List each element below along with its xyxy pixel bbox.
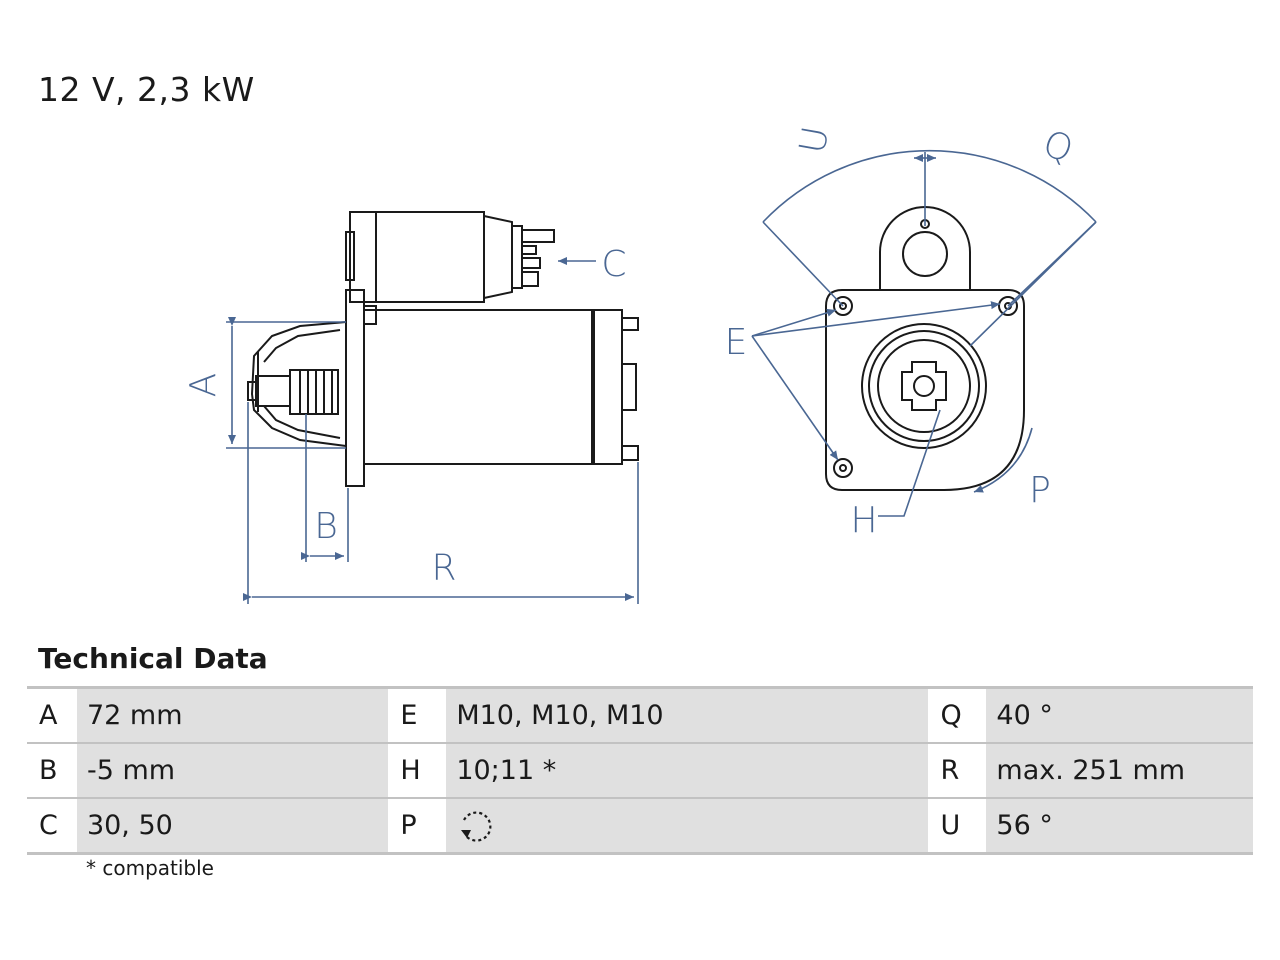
label-E: E: [725, 322, 748, 363]
footnote: * compatible: [86, 856, 214, 880]
spec-key: C: [27, 798, 77, 855]
spec-value: 10;11 *: [446, 743, 929, 799]
technical-data-table: A 72 mm E M10, M10, M10 Q 40 ° B -5 mm H…: [27, 686, 1253, 855]
spec-key: Q: [928, 687, 987, 744]
spec-key: B: [27, 743, 77, 799]
label-H: H: [850, 500, 877, 541]
label-U: U: [792, 123, 837, 156]
spec-value-rotation: [446, 798, 929, 855]
table-row: B -5 mm H 10;11 * R max. 251 mm: [27, 743, 1253, 799]
table-row: C 30, 50 P U 56 °: [27, 798, 1253, 855]
side-view-labels: A B R C: [183, 244, 627, 589]
spec-value: M10, M10, M10: [446, 687, 929, 744]
technical-data-heading: Technical Data: [38, 642, 268, 675]
label-P: P: [1029, 470, 1051, 511]
label-B: B: [314, 506, 338, 547]
spec-value: 72 mm: [76, 687, 389, 744]
spec-value: max. 251 mm: [986, 743, 1253, 799]
clockwise-rotation-icon: [461, 810, 492, 842]
spec-value: 56 °: [986, 798, 1253, 855]
spec-key: P: [388, 798, 447, 855]
spec-key: H: [388, 743, 447, 799]
starter-motor-drawing: A B R C: [183, 123, 1097, 604]
label-C: C: [601, 244, 626, 285]
side-view: [247, 211, 639, 487]
front-view: [825, 206, 1025, 491]
side-view-dimensions: [226, 257, 639, 604]
spec-value: 40 °: [986, 687, 1253, 744]
spec-key: U: [928, 798, 987, 855]
label-R: R: [431, 548, 456, 589]
spec-key: A: [27, 687, 77, 744]
spec-key: E: [388, 687, 447, 744]
table-row: A 72 mm E M10, M10, M10 Q 40 °: [27, 687, 1253, 744]
spec-value: -5 mm: [76, 743, 389, 799]
front-view-dimensions: [751, 149, 1097, 517]
label-A: A: [183, 373, 224, 398]
page-title: 12 V, 2,3 kW: [38, 70, 255, 109]
spec-value: 30, 50: [76, 798, 389, 855]
label-Q: Q: [1038, 123, 1079, 171]
spec-key: R: [928, 743, 987, 799]
